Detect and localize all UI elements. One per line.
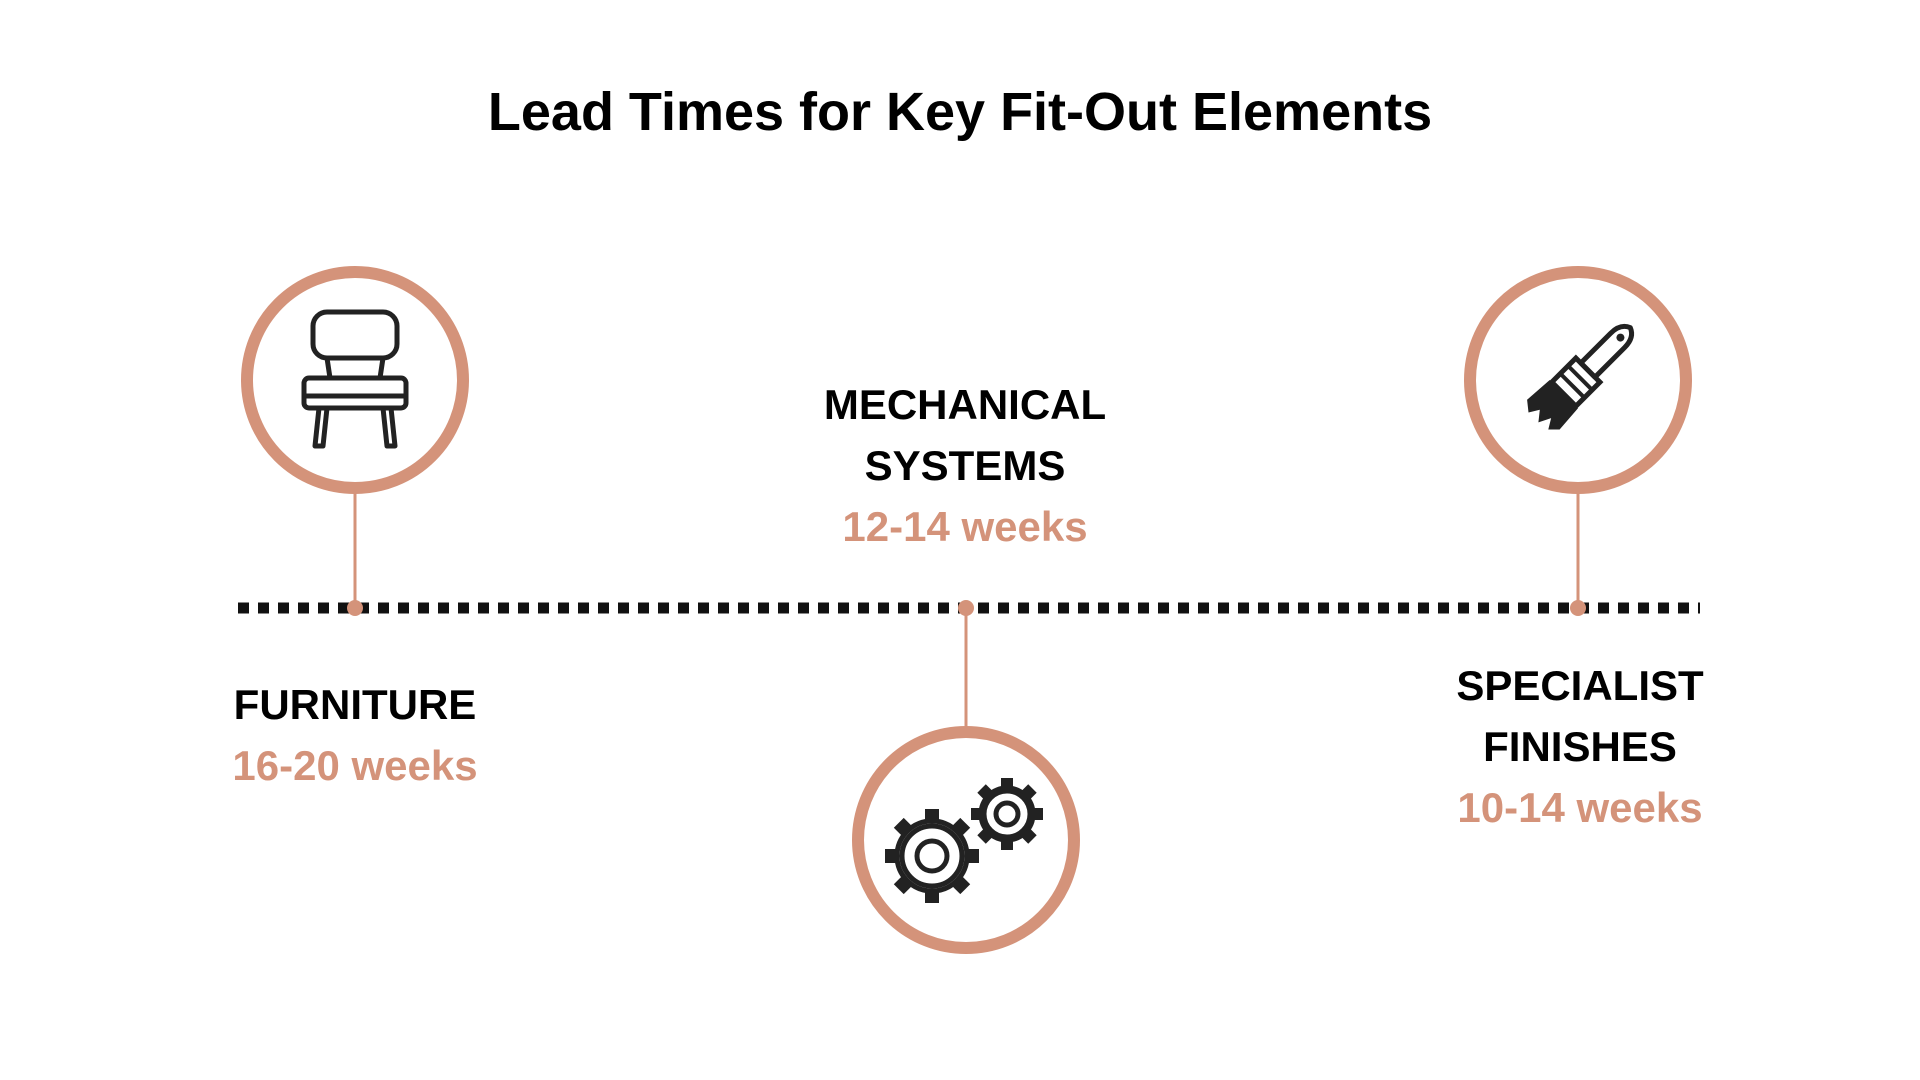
chair-icon xyxy=(301,309,409,449)
node-dot-specialist xyxy=(1570,600,1586,616)
item-name-specialist-line1: SPECIALIST xyxy=(1456,662,1704,709)
icon-circle-specialist xyxy=(1464,266,1692,494)
lead-time-specialist: 10-14 weeks xyxy=(1457,784,1703,831)
node-dot-mechanical xyxy=(958,600,974,616)
label-specialist-finishes: SPECIALIST FINISHES 10-14 weeks xyxy=(1370,655,1790,838)
gears-icon xyxy=(885,778,1043,903)
label-furniture: FURNITURE 16-20 weeks xyxy=(145,674,565,796)
item-name-mechanical-line2: SYSTEMS xyxy=(864,442,1066,489)
node-dot-furniture xyxy=(347,600,363,616)
label-mechanical-systems: MECHANICAL SYSTEMS 12-14 weeks xyxy=(755,374,1175,557)
icon-circle-mechanical xyxy=(852,726,1080,954)
lead-time-mechanical: 12-14 weeks xyxy=(842,503,1088,550)
lead-time-furniture: 16-20 weeks xyxy=(232,742,478,789)
item-name-specialist-line2: FINISHES xyxy=(1483,723,1677,770)
paintbrush-icon xyxy=(1527,323,1635,430)
item-name-mechanical-line1: MECHANICAL xyxy=(823,381,1107,428)
item-name-furniture: FURNITURE xyxy=(233,681,477,728)
diagram-title: Lead Times for Key Fit-Out Elements xyxy=(487,82,1433,142)
